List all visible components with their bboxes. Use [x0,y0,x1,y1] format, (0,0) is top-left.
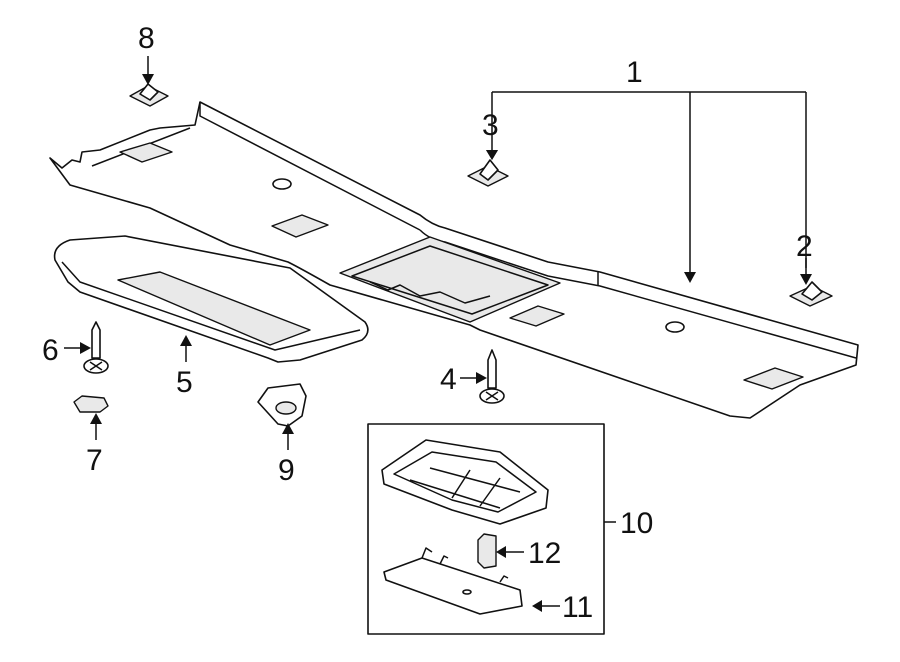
callout-4: 4 [440,363,457,396]
callout-9: 9 [278,454,295,487]
callout-12: 12 [528,537,561,570]
clip-8 [129,83,169,107]
visor-clip-9 [257,383,307,427]
callout-1: 1 [626,56,643,89]
headliner-panel [49,101,859,419]
callout-7: 7 [86,444,103,477]
clip-2 [789,281,833,307]
dome-lamp-box [367,423,605,635]
callout-2: 2 [796,230,813,263]
callout-3: 3 [482,109,499,142]
callout-11: 11 [562,591,593,624]
leader-lines [64,56,812,612]
callout-10: 10 [620,507,653,540]
callout-6: 6 [42,334,59,367]
clip-7 [73,395,109,413]
callout-8: 8 [138,22,155,55]
screw-4 [479,349,505,404]
clip-3 [467,159,509,187]
callout-5: 5 [176,366,193,399]
sun-visor [53,235,369,363]
screw-6 [83,321,109,374]
